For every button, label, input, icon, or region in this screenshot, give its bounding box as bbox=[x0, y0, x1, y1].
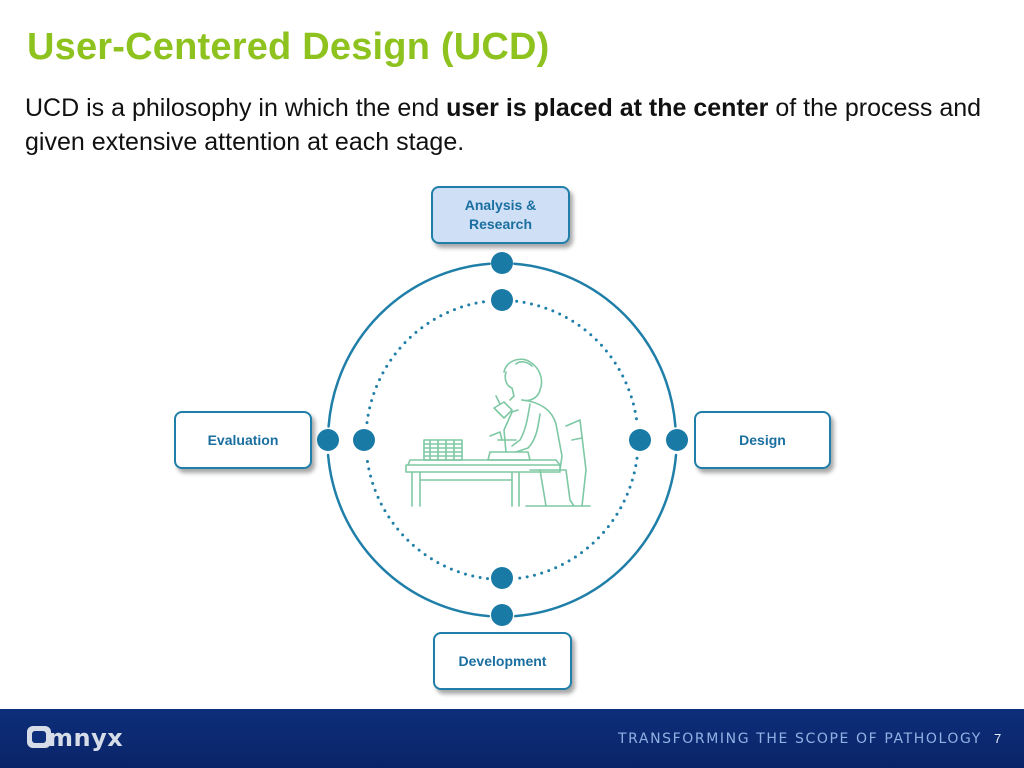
stage-evaluation: Evaluation bbox=[174, 411, 312, 469]
arc-bottom-left bbox=[326, 453, 491, 618]
dot-right-inner bbox=[629, 429, 651, 451]
arc-top-right bbox=[513, 262, 677, 428]
page-number: 7 bbox=[994, 731, 1002, 746]
stage-analysis-label-line1: Analysis & bbox=[464, 197, 537, 213]
ucd-cycle-diagram bbox=[317, 252, 688, 626]
stage-analysis-label-line2: Research bbox=[468, 216, 533, 232]
arc-top-left bbox=[327, 262, 491, 428]
omnyx-logo: mnyx bbox=[27, 724, 123, 752]
arc-bottom-right bbox=[513, 453, 678, 618]
footer-tagline: TRANSFORMING THE SCOPE OF PATHOLOGY bbox=[618, 731, 982, 747]
outer-cycle-arcs bbox=[326, 262, 678, 618]
stage-analysis-research: Analysis & Research bbox=[431, 186, 570, 244]
intro-paragraph: UCD is a philosophy in which the end use… bbox=[25, 91, 995, 159]
dot-right-outer bbox=[666, 429, 688, 451]
connector-dots bbox=[317, 252, 688, 626]
slide-title: User-Centered Design (UCD) bbox=[27, 26, 550, 68]
dot-bottom-outer bbox=[491, 604, 513, 626]
inner-cycle-dotted-arcs bbox=[365, 299, 639, 581]
stage-design: Design bbox=[694, 411, 831, 469]
intro-text-emphasis: user is placed at the center bbox=[446, 94, 769, 122]
stage-design-label: Design bbox=[739, 431, 786, 448]
intro-text-end: of the process and given extensive atten… bbox=[25, 94, 982, 156]
microscope-user-illustration-icon bbox=[405, 358, 591, 507]
dot-top-inner bbox=[491, 289, 513, 311]
footer-bar: mnyx TRANSFORMING THE SCOPE OF PATHOLOGY… bbox=[0, 709, 1024, 768]
stage-evaluation-label: Evaluation bbox=[207, 431, 279, 448]
intro-text-start: UCD is a philosophy in which the end bbox=[25, 94, 447, 122]
dot-left-outer bbox=[317, 429, 339, 451]
stage-development: Development bbox=[433, 632, 572, 690]
dot-top-outer bbox=[491, 252, 513, 274]
omnyx-logo-wordmark: mnyx bbox=[48, 724, 123, 752]
dot-left-inner bbox=[353, 429, 375, 451]
stage-development-label: Development bbox=[458, 652, 547, 669]
dot-bottom-inner bbox=[491, 567, 513, 589]
